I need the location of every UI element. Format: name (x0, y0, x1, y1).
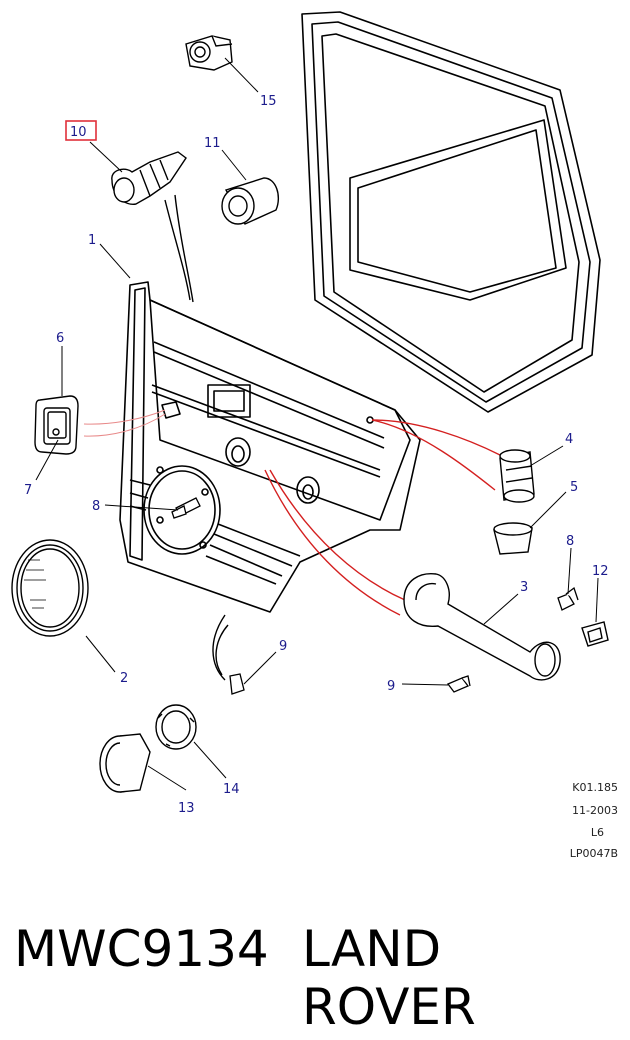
part-6-switch-bezel (34, 395, 79, 455)
callout-2: 2 (120, 671, 128, 686)
callout-7: 7 (24, 483, 32, 498)
callouts: 15 10 11 1 6 7 8 4 5 8 12 3 9 9 2 14 13 (24, 94, 609, 816)
parts-diagram: 15 10 11 1 6 7 8 4 5 8 12 3 9 9 2 14 13 … (11, 11, 618, 860)
part-11-bush (221, 177, 280, 225)
part-9-screw-b (446, 675, 471, 693)
part-8-screw-a (171, 497, 201, 519)
drawing-code: LP0047B (569, 847, 618, 860)
callout-9b: 9 (387, 679, 395, 694)
door-frame (301, 11, 601, 413)
part-5-bush (493, 522, 533, 555)
callout-leaders (35, 57, 599, 791)
callout-6: 6 (56, 331, 64, 346)
callout-3: 3 (520, 580, 528, 595)
callout-1: 1 (88, 233, 96, 248)
caption-bar: MWC9134 LAND ROVER (0, 920, 630, 1036)
exploded-view-drawing: 15 10 11 1 6 7 8 4 5 8 12 3 9 9 2 14 13 (11, 11, 609, 816)
part-12-clip (581, 621, 609, 647)
callout-10: 10 (70, 125, 87, 140)
pink-guide-lines (83, 409, 166, 437)
callout-5: 5 (570, 480, 578, 495)
callout-9a: 9 (279, 639, 287, 654)
leader-lines (164, 194, 229, 681)
part-14-ring (155, 704, 197, 750)
part-3-pull-handle (403, 573, 561, 681)
callout-14: 14 (223, 782, 240, 797)
callout-8b: 8 (566, 534, 574, 549)
callout-12: 12 (592, 564, 609, 579)
part-number: MWC9134 (14, 920, 269, 978)
highlight-box (65, 120, 97, 141)
part-15-clip (185, 35, 233, 71)
door-trim-panel (119, 281, 421, 613)
brand-name: LAND ROVER (302, 920, 476, 1036)
callout-13: 13 (178, 801, 195, 816)
part-4-plug (499, 449, 535, 503)
callout-8a: 8 (92, 499, 100, 514)
red-guide-lines (264, 419, 501, 616)
callout-15: 15 (260, 94, 277, 109)
reference-code: K01.185 (572, 781, 618, 794)
callout-11: 11 (204, 136, 221, 151)
part-9-screw-a (229, 673, 245, 695)
part-2-speaker-grille (11, 539, 89, 637)
date-code: 11-2003 (572, 804, 618, 817)
part-8-screw-b (557, 586, 579, 611)
part-10-grommet (111, 151, 187, 205)
callout-4: 4 (565, 432, 573, 447)
part-13-knob (99, 733, 151, 793)
model-code: L6 (590, 826, 604, 839)
